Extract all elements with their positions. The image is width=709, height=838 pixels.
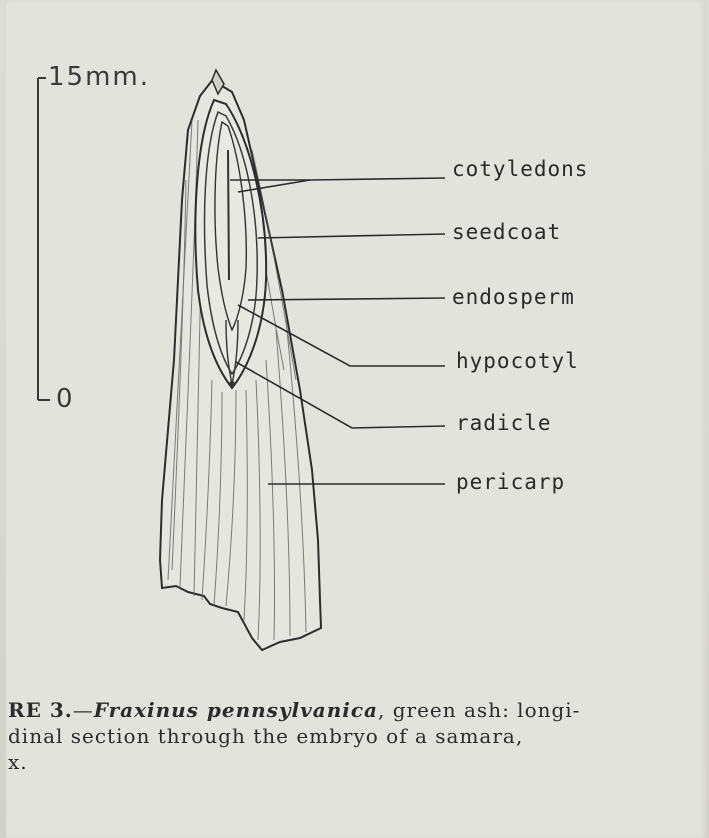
label-cotyledons: cotyledons bbox=[452, 157, 588, 181]
caption-dash: — bbox=[73, 698, 94, 722]
cotyledon-midline bbox=[228, 150, 229, 280]
figure-caption: RE 3.—Fraxinus pennsylvanica, green ash:… bbox=[8, 697, 708, 775]
radicle-tip bbox=[229, 381, 235, 387]
caption-line-3: x. bbox=[8, 749, 708, 775]
label-radicle: radicle bbox=[456, 411, 552, 435]
label-hypocotyl: hypocotyl bbox=[456, 349, 579, 373]
scale-bar bbox=[38, 78, 50, 400]
label-pericarp: pericarp bbox=[456, 470, 565, 494]
caption-line-1-rest: , green ash: longi- bbox=[378, 698, 580, 722]
scale-top-label: 15mm. bbox=[48, 62, 150, 92]
label-endosperm: endosperm bbox=[452, 285, 575, 309]
caption-line-2: dinal section through the embryo of a sa… bbox=[8, 723, 708, 749]
caption-line-1: RE 3.—Fraxinus pennsylvanica, green ash:… bbox=[8, 697, 708, 723]
scale-bottom-label: 0 bbox=[56, 384, 75, 414]
caption-figure-number: RE 3. bbox=[8, 698, 73, 722]
label-seedcoat: seedcoat bbox=[452, 220, 561, 244]
caption-species: Fraxinus pennsylvanica bbox=[94, 698, 378, 722]
